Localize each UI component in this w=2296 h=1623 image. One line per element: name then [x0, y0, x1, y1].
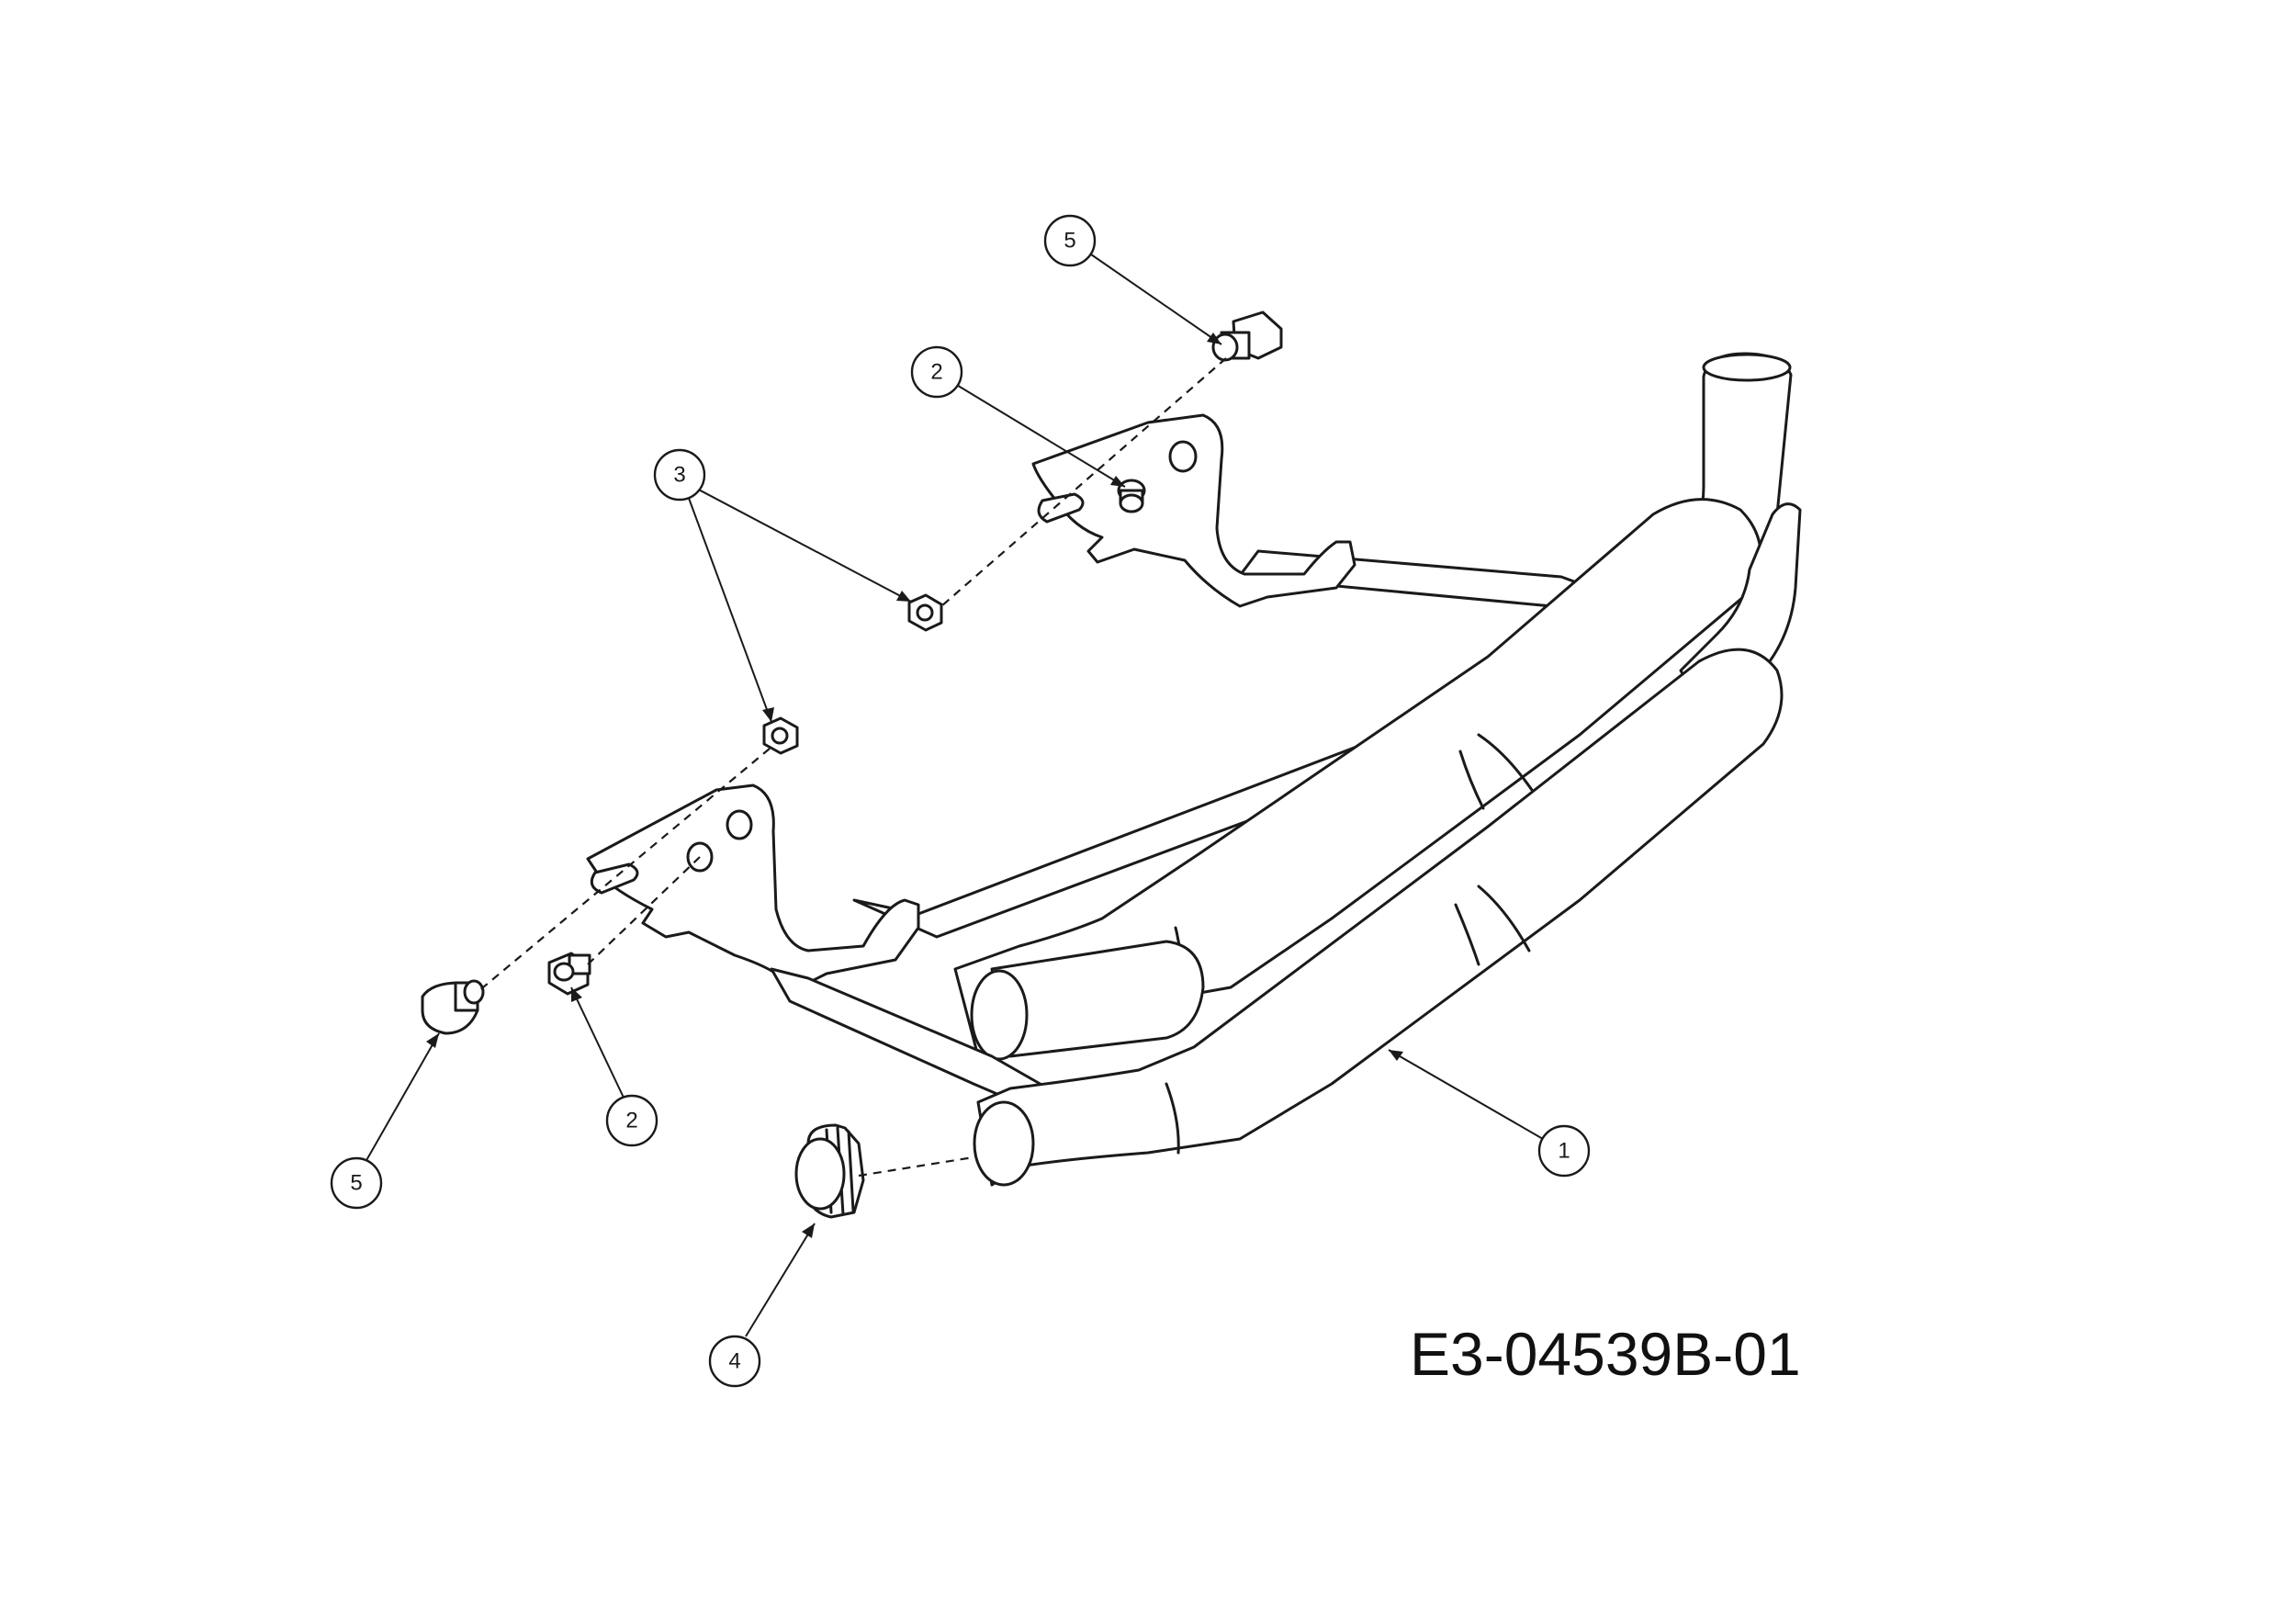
lower-tube	[976, 648, 1784, 1187]
callout-item-5-upper: 5	[1043, 214, 1097, 267]
svg-text:5: 5	[1064, 229, 1075, 254]
leader-lines	[365, 254, 1544, 1337]
upper-tube-front	[990, 940, 1205, 1058]
callout-item-2-lower: 2	[605, 1094, 658, 1147]
svg-text:4: 4	[728, 1349, 740, 1374]
nut-upper	[907, 593, 943, 632]
lower-bracket-slot	[590, 862, 639, 895]
callout-item-2-upper: 2	[910, 345, 963, 399]
svg-text:5: 5	[350, 1171, 362, 1196]
upper-bracket-plate	[1031, 413, 1356, 608]
assembly-lines	[477, 357, 1227, 1178]
bolt-upper	[1117, 479, 1146, 513]
carriage-bolt-upper	[1211, 310, 1283, 362]
svg-text:2: 2	[625, 1109, 637, 1133]
callout-item-5-lower: 5	[330, 1156, 383, 1210]
nut-lower	[762, 716, 799, 755]
svg-text:3: 3	[673, 463, 685, 488]
carriage-bolt-lower	[421, 979, 485, 1035]
svg-text:2: 2	[930, 360, 942, 385]
upper-bracket-slot	[1037, 492, 1085, 524]
callout-item-4: 4	[708, 1335, 761, 1388]
callout-item-3: 3	[653, 448, 706, 502]
upper-tube-front-opening	[970, 969, 1029, 1061]
callout-item-1: 1	[1537, 1124, 1591, 1178]
bumper-frame	[586, 352, 1802, 1187]
lower-tube-front-opening	[973, 1100, 1035, 1187]
svg-text:1: 1	[1558, 1139, 1570, 1164]
bolt-lower	[547, 952, 591, 996]
drawing-id-label: E3-04539B-01	[1410, 1320, 1801, 1388]
lower-bracket-plate	[586, 783, 920, 989]
tube-plug	[794, 1123, 865, 1219]
lower-bracket-hole-1	[726, 809, 753, 840]
upper-tube-end	[1702, 353, 1792, 382]
upper-bracket-hole	[1168, 440, 1198, 473]
